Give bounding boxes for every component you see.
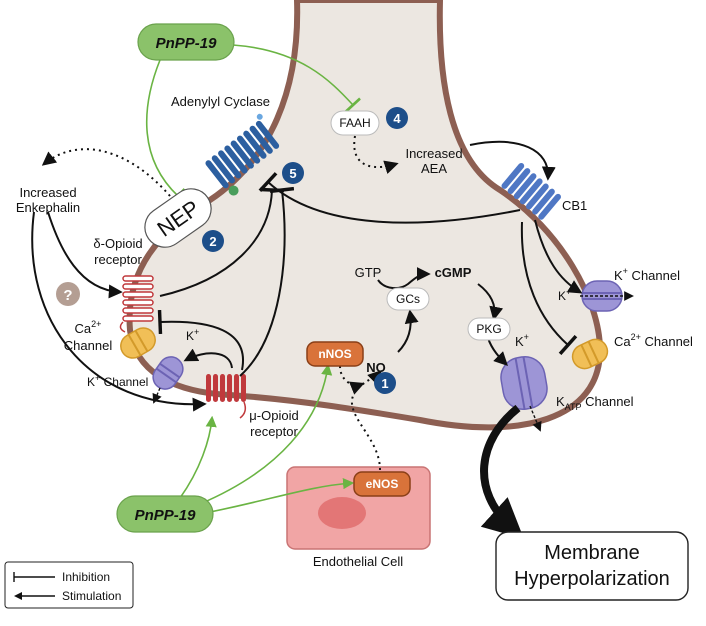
faah-label: FAAH bbox=[339, 116, 370, 130]
stim-pnpp-enos bbox=[209, 478, 355, 513]
cb1-label: CB1 bbox=[562, 198, 587, 213]
arrow-katp-membrane bbox=[480, 404, 524, 539]
faah-box: FAAH bbox=[330, 110, 380, 136]
k-plus-right-label: K+ bbox=[558, 287, 571, 303]
increased-aea-label-2: AEA bbox=[421, 161, 447, 176]
step-badge-4: 4 bbox=[386, 107, 408, 129]
stim-pnpp-mu bbox=[179, 415, 217, 499]
ca-left-label-2: Channel bbox=[64, 338, 113, 353]
increased-enkephalin-label-1: Increased bbox=[19, 185, 76, 200]
pnpp19-bottom-label: PnPP-19 bbox=[135, 507, 197, 524]
dotted-nnos-no bbox=[339, 365, 365, 395]
inhibition-cb1-ca bbox=[520, 221, 578, 356]
pkg-box: PKG bbox=[467, 317, 511, 341]
ca-channel-left-icon bbox=[120, 327, 156, 359]
membrane-label-1: Membrane bbox=[544, 542, 640, 564]
arrow-enkephalin-delta bbox=[47, 211, 123, 299]
cb1-receptor-icon bbox=[501, 162, 561, 220]
gtp-label: GTP bbox=[355, 265, 382, 280]
k-efflux-left bbox=[152, 387, 162, 404]
arrow-mu-k-left bbox=[183, 348, 233, 369]
katp-channel-label: KATP Channel bbox=[556, 394, 634, 412]
delta-receptor-label-2: receptor bbox=[94, 252, 142, 267]
arrow-pkg-katp bbox=[487, 337, 508, 366]
adenylyl-cyclase-icon bbox=[205, 113, 280, 196]
increased-enkephalin-label-2: Enkephalin bbox=[16, 200, 80, 215]
legend-stimulation-label: Stimulation bbox=[62, 589, 121, 603]
arrow-aea-cb1 bbox=[469, 140, 556, 181]
step-number-2: 2 bbox=[209, 234, 216, 249]
arrow-cgmp-pkg bbox=[477, 283, 504, 321]
enos-pill: eNOS bbox=[353, 471, 411, 497]
mu-receptor-label-1: μ-Opioid bbox=[249, 408, 298, 423]
pnpp19-bottom-pill: PnPP-19 bbox=[116, 495, 214, 533]
inhibition-delta-ac bbox=[159, 187, 285, 297]
legend: Inhibition Stimulation bbox=[4, 561, 134, 609]
inhibition-cb1-ac bbox=[258, 172, 521, 224]
k-channel-left-icon bbox=[152, 356, 184, 390]
membrane-hyperpolarization-box: Membrane Hyperpolarization bbox=[495, 531, 689, 601]
cgmp-label: cGMP bbox=[435, 265, 472, 280]
legend-inhibition-label: Inhibition bbox=[62, 570, 110, 584]
step-number-4: 4 bbox=[393, 111, 401, 126]
enos-label: eNOS bbox=[366, 477, 399, 491]
inhibition-mu-ca-left bbox=[157, 309, 245, 371]
step-number-5: 5 bbox=[289, 166, 296, 181]
increased-aea-label-1: Increased bbox=[405, 146, 462, 161]
mu-opioid-receptor-icon bbox=[206, 374, 247, 419]
k-efflux-katp bbox=[529, 405, 542, 432]
legend-stimulation-arrow bbox=[14, 592, 22, 600]
ca-left-label-1: Ca2+ bbox=[75, 319, 102, 336]
katp-channel-icon bbox=[500, 355, 548, 411]
step-badge-1: 1 bbox=[374, 372, 396, 394]
ca-channel-right-icon bbox=[571, 338, 609, 370]
adenylyl-cyclase-label: Adenylyl Cyclase bbox=[171, 94, 270, 109]
k-plus-left-label: K+ bbox=[186, 327, 199, 343]
arrow-no-gcs bbox=[397, 309, 419, 353]
step-number-1: 1 bbox=[381, 376, 388, 391]
k-channel-right-label: K+ Channel bbox=[614, 266, 680, 283]
arrow-cb1-kchannel bbox=[534, 219, 583, 294]
inhibition-pnpp-faah bbox=[232, 44, 361, 113]
nnos-pill: nNOS bbox=[306, 341, 364, 367]
question-mark: ? bbox=[63, 287, 72, 304]
k-channel-left-label: K+ Channel bbox=[87, 373, 148, 389]
endothelial-cell-label: Endothelial Cell bbox=[313, 554, 403, 569]
endothelial-nucleus bbox=[318, 497, 366, 529]
inhibition-mu-ac bbox=[239, 186, 295, 377]
stim-pnpp-nnos bbox=[199, 363, 333, 505]
membrane-label-2: Hyperpolarization bbox=[514, 568, 670, 590]
step-badge-2: 2 bbox=[202, 230, 224, 252]
mu-receptor-label-2: receptor bbox=[250, 424, 298, 439]
inhibition-pnpp-nep bbox=[146, 59, 186, 204]
ca-right-label: Ca2+ Channel bbox=[614, 332, 693, 349]
pnpp19-top-pill: PnPP-19 bbox=[137, 23, 235, 61]
question-badge: ? bbox=[56, 282, 80, 306]
k-plus-katp-label: K+ bbox=[515, 332, 529, 349]
delta-opioid-receptor-icon bbox=[119, 275, 154, 333]
no-label: NO bbox=[366, 360, 386, 375]
gcs-label: GCs bbox=[396, 292, 420, 306]
gcs-box: GCs bbox=[386, 287, 430, 311]
dotted-faah-aea bbox=[353, 135, 399, 174]
pkg-label: PKG bbox=[476, 322, 501, 336]
nnos-label: nNOS bbox=[318, 347, 351, 361]
dotted-nep-enkephalin bbox=[41, 148, 171, 197]
pnpp19-top-label: PnPP-19 bbox=[156, 35, 218, 52]
step-badge-5: 5 bbox=[282, 162, 304, 184]
arrow-gtp-cgmp bbox=[377, 267, 431, 290]
delta-receptor-label-1: δ-Opioid bbox=[93, 236, 142, 251]
